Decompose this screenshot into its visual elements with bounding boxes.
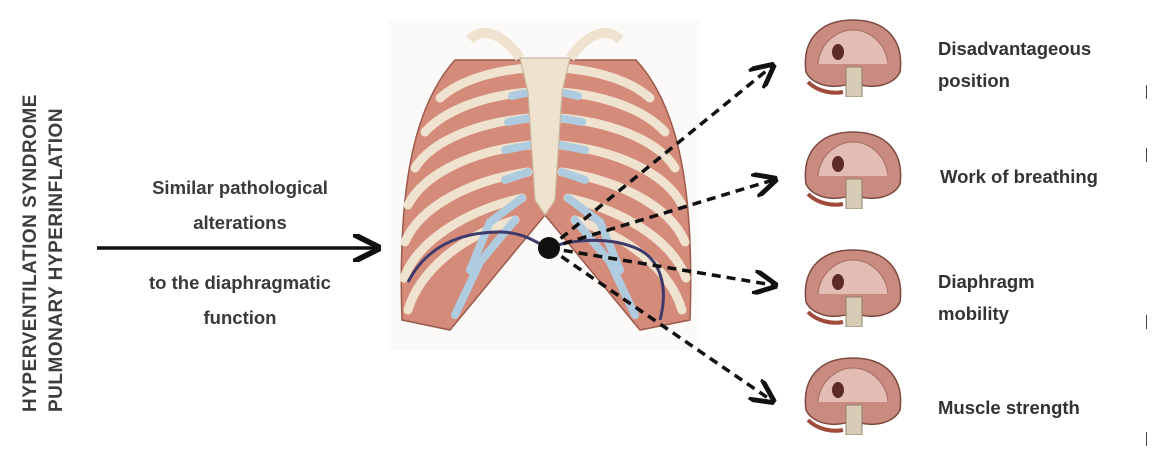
outcome-work-of-breathing: Work of breathing xyxy=(940,161,1098,193)
outcome-1-line2: position xyxy=(938,65,1091,97)
diaphragm-thumbnail-4 xyxy=(798,350,908,435)
diaphragm-thumbnail-3 xyxy=(798,242,908,327)
pivot-dot xyxy=(538,237,560,259)
outcome-1-line1: Disadvantageous xyxy=(938,33,1091,65)
outcome-muscle-strength: Muscle strength xyxy=(938,392,1080,424)
outcome-3-line1: Diaphragm xyxy=(938,266,1035,298)
outcome-diaphragm-mobility: Diaphragm mobility xyxy=(938,266,1035,330)
outcome-disadvantageous-position: Disadvantageous position xyxy=(938,33,1091,97)
outcome-2-line1: Work of breathing xyxy=(940,161,1098,193)
edge-mark-1 xyxy=(1146,85,1153,99)
outcome-3-line2: mobility xyxy=(938,298,1035,330)
diaphragm-thumbnail-2 xyxy=(798,124,908,209)
edge-mark-2 xyxy=(1146,148,1153,162)
edge-mark-4 xyxy=(1146,432,1153,446)
edge-mark-3 xyxy=(1146,315,1153,329)
diaphragm-thumbnail-1 xyxy=(798,12,908,97)
ribcage-illustration xyxy=(388,20,700,350)
outcome-4-line1: Muscle strength xyxy=(938,392,1080,424)
